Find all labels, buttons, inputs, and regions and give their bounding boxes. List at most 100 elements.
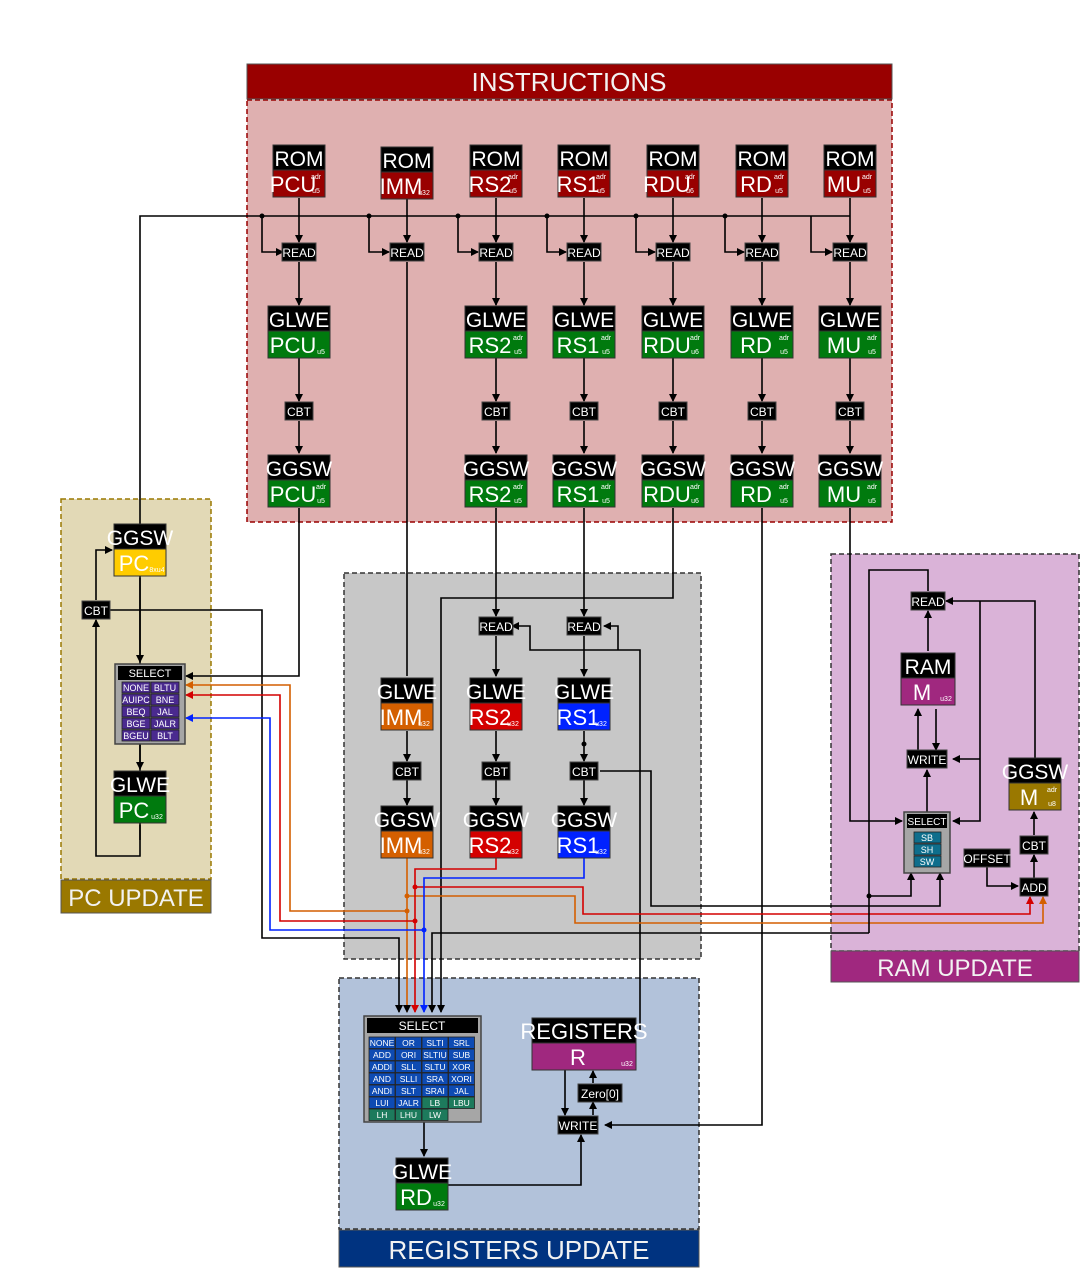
block-subscript: u5: [317, 498, 325, 505]
block-name: RD: [400, 1185, 432, 1210]
select-option-lb: LB: [430, 1098, 441, 1108]
zero-op[interactable]: Zero[0]: [577, 1083, 623, 1103]
block-subscript: u5: [780, 498, 788, 505]
read-op-rdu[interactable]: READ: [655, 242, 691, 262]
cbt-op-pc[interactable]: CBT: [81, 600, 111, 620]
select-option-srai: SRAI: [425, 1086, 445, 1096]
read-op-rs1[interactable]: READ: [566, 242, 602, 262]
offset-op[interactable]: OFFSET: [963, 848, 1011, 868]
junction-dot: [404, 893, 410, 899]
block-body: [267, 330, 331, 359]
block-name: RS2: [469, 482, 512, 507]
block-subscript: u32: [621, 1061, 633, 1068]
op-box: [281, 242, 317, 262]
cbt-op-rs1[interactable]: CBT: [569, 401, 599, 421]
block-type: GGSW: [1002, 761, 1069, 784]
block-header: [1008, 757, 1062, 784]
cbt-op-mid-rs1[interactable]: CBT: [569, 761, 599, 781]
op-box: [747, 401, 777, 421]
block-header: [557, 805, 611, 832]
wire-ggsw-m-to-read: [945, 597, 1036, 759]
ram-write-op[interactable]: WRITE: [906, 749, 948, 769]
cbt-op-rs2[interactable]: CBT: [481, 401, 511, 421]
op-box: [392, 761, 422, 781]
block-superscript: adr: [690, 484, 701, 491]
read-op-pcu[interactable]: READ: [281, 242, 317, 262]
cbt-op-rd[interactable]: CBT: [747, 401, 777, 421]
cbt-op-mid-imm[interactable]: CBT: [392, 761, 422, 781]
ram-read-op[interactable]: READ: [910, 591, 946, 611]
block-subscript: u5: [775, 188, 783, 195]
block-subscript: u32: [507, 721, 519, 728]
op-box: [906, 749, 948, 769]
select-option-xori: XORI: [451, 1074, 472, 1084]
cbt-op-rdu[interactable]: CBT: [658, 401, 688, 421]
ram-cbt-op[interactable]: CBT: [1019, 835, 1049, 855]
op-box: [478, 616, 514, 636]
select-option-cell: [395, 1072, 422, 1085]
block-header: [730, 454, 794, 481]
block-subscript: u5: [868, 349, 876, 356]
reg-write-op[interactable]: WRITE: [557, 1115, 599, 1135]
cbt-op-mid-rs2[interactable]: CBT: [481, 761, 511, 781]
read-op-rd[interactable]: READ: [744, 242, 780, 262]
block-type: GGSW: [463, 458, 530, 481]
read-op-imm[interactable]: READ: [389, 242, 425, 262]
select-option-sra: SRA: [426, 1074, 444, 1084]
block-body: [557, 702, 611, 731]
block-name: IMM: [380, 705, 423, 730]
read-op-rs2[interactable]: READ: [478, 242, 514, 262]
read-op-rs2-reg[interactable]: READ: [478, 616, 514, 636]
select-option-beq: BEQ: [126, 707, 145, 717]
block-superscript: adr: [513, 484, 524, 491]
wire-ram-to-reg-select: [868, 569, 929, 933]
read-op-mu[interactable]: READ: [832, 242, 868, 262]
block-header: [646, 144, 700, 171]
block-subscript: u5: [602, 349, 610, 356]
cbt-op-mu[interactable]: CBT: [835, 401, 865, 421]
op-label: READ: [833, 246, 867, 260]
select-option-srl: SRL: [453, 1038, 470, 1048]
block-type: GGSW: [107, 527, 174, 550]
cbt-op-pcu[interactable]: CBT: [284, 401, 314, 421]
add-op[interactable]: ADD: [1019, 877, 1049, 897]
block-type: RAM: [905, 656, 952, 679]
read-op-rs1-reg[interactable]: READ: [566, 616, 602, 636]
block-header: [380, 677, 434, 704]
op-label: CBT: [287, 405, 312, 419]
